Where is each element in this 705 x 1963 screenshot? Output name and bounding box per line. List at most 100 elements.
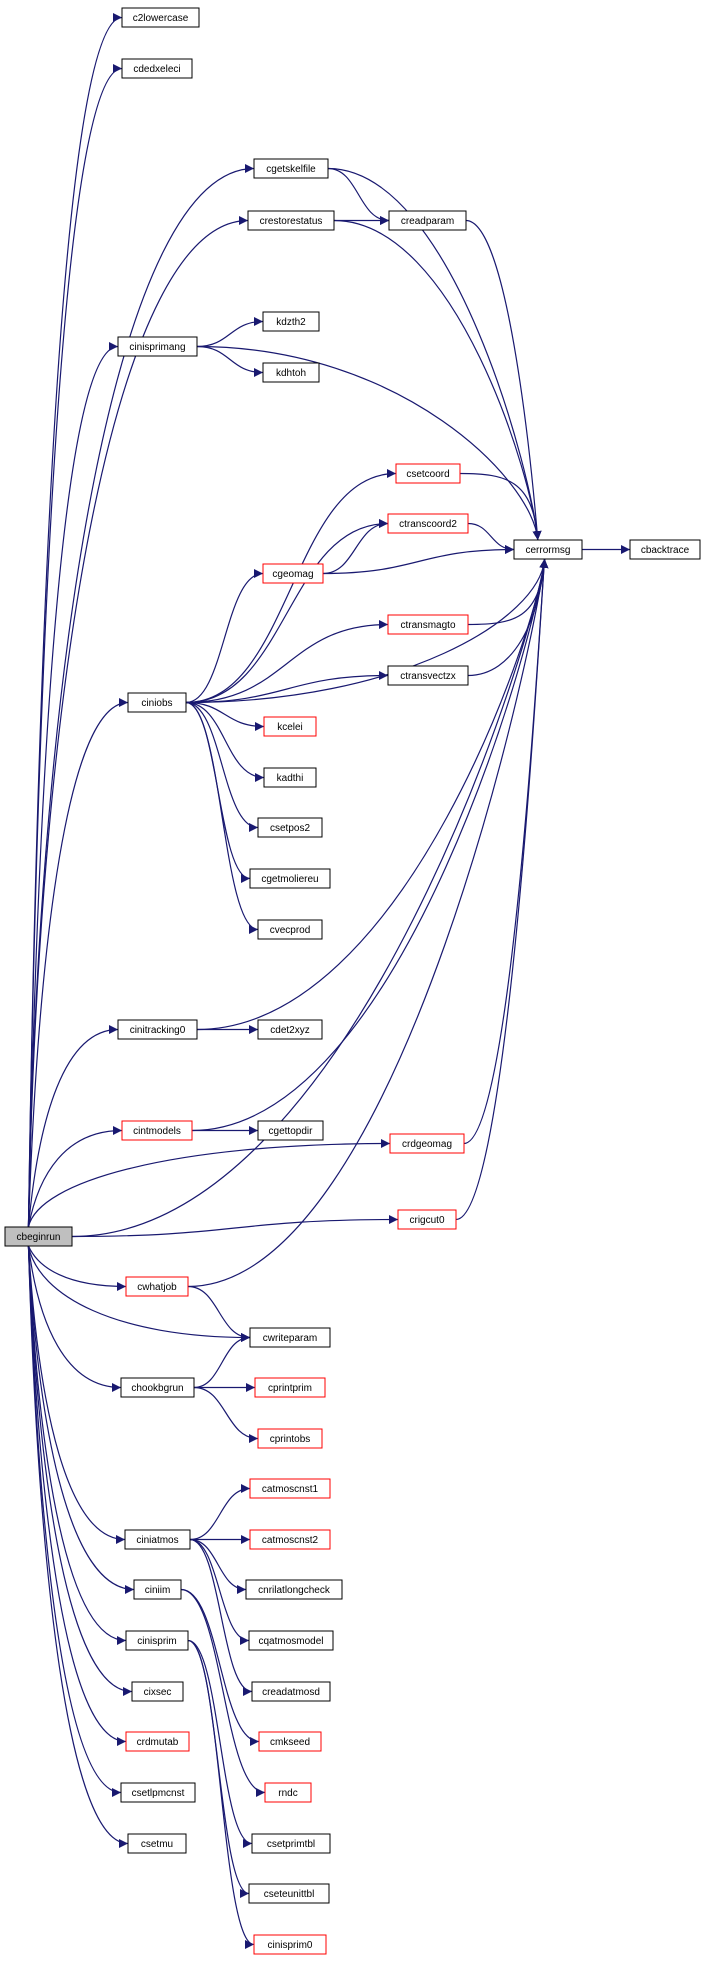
edge-ciniatmos-to-creadatmosd [189,1538,253,1696]
node-label: cdedxeleci [133,64,180,75]
node-box [387,614,469,635]
node-cinisprim0[interactable]: cinisprim0 [253,1934,327,1955]
node-label: cprintprim [268,1383,312,1394]
node-crdmutab[interactable]: crdmutab [125,1731,190,1752]
node-box [262,311,320,332]
edge-cgetskelfile-to-creadparam [327,167,390,225]
node-crdgeomag[interactable]: crdgeomag [389,1133,465,1154]
node-kcelei[interactable]: kcelei [263,716,317,737]
node-cwhatjob[interactable]: cwhatjob [125,1276,189,1297]
node-ciniim[interactable]: ciniim [133,1579,182,1600]
node-label: cinisprim [137,1636,176,1647]
node-kadthi[interactable]: kadthi [263,767,317,788]
node-label: ciniatmos [136,1535,178,1546]
node-cgettopdir[interactable]: cgettopdir [257,1120,324,1141]
node-box [257,1019,323,1040]
node-box [388,210,467,231]
edge-cbeginrun-to-crestorestatus [27,216,249,1228]
node-cdedxeleci[interactable]: cdedxeleci [121,58,193,79]
node-catmoscnst1[interactable]: catmoscnst1 [249,1478,331,1499]
node-cnrilatlongcheck[interactable]: cnrilatlongcheck [245,1579,343,1600]
node-csetlpmcnst[interactable]: csetlpmcnst [120,1782,196,1803]
node-cinisprim[interactable]: cinisprim [125,1630,189,1651]
node-cgetmoliereu[interactable]: cgetmoliereu [249,868,331,889]
node-label: chookbgrun [131,1383,183,1394]
node-cdet2xyz[interactable]: cdet2xyz [257,1019,323,1040]
node-kdzth2[interactable]: kdzth2 [262,311,320,332]
node-crigcut0[interactable]: crigcut0 [397,1209,457,1230]
node-box [121,1120,193,1141]
node-cinitracking0[interactable]: cinitracking0 [117,1019,198,1040]
edge-chookbgrun-to-cwriteparam [193,1333,251,1389]
node-label: csetcoord [406,469,449,480]
node-box [248,1630,334,1651]
node-box [257,1120,324,1141]
node-rndc[interactable]: rndc [264,1782,312,1803]
node-box [120,1377,195,1398]
node-cgetskelfile[interactable]: cgetskelfile [253,158,329,179]
node-box [245,1579,343,1600]
node-csetprimtbl[interactable]: csetprimtbl [251,1833,331,1854]
node-ciniatmos[interactable]: ciniatmos [124,1529,191,1550]
node-chookbgrun[interactable]: chookbgrun [120,1377,195,1398]
node-label: cseteunittbl [264,1889,315,1900]
node-cprintprim[interactable]: cprintprim [254,1377,326,1398]
node-label: kadthi [277,773,304,784]
node-csetmu[interactable]: csetmu [127,1833,187,1854]
node-box [249,1529,331,1550]
node-box [629,539,701,560]
edge-cintmodels-to-cerrormsg [191,558,549,1132]
edge-cbeginrun-to-ciniobs [27,698,129,1228]
node-csetcoord[interactable]: csetcoord [395,463,461,484]
node-crestorestatus[interactable]: crestorestatus [247,210,335,231]
node-kdhtoh[interactable]: kdhtoh [262,362,320,383]
node-cvecprod[interactable]: cvecprod [257,919,323,940]
node-cinisprimang[interactable]: cinisprimang [117,336,198,357]
node-catmoscnst2[interactable]: catmoscnst2 [249,1529,331,1550]
node-cqatmosmodel[interactable]: cqatmosmodel [248,1630,334,1651]
node-cerrormsg[interactable]: cerrormsg [513,539,583,560]
node-creadparam[interactable]: creadparam [388,210,467,231]
node-label: ctranscoord2 [399,519,457,530]
node-cseteunittbl[interactable]: cseteunittbl [248,1883,330,1904]
node-label: catmoscnst2 [262,1535,319,1546]
node-cprintobs[interactable]: cprintobs [257,1428,323,1449]
edge-cwhatjob-to-cwriteparam [187,1285,251,1342]
node-csetpos2[interactable]: csetpos2 [257,817,323,838]
node-label: cgettopdir [269,1126,314,1137]
node-label: catmoscnst1 [262,1484,319,1495]
node-cmkseed[interactable]: cmkseed [258,1731,322,1752]
node-cbacktrace[interactable]: cbacktrace [629,539,701,560]
node-ciniobs[interactable]: ciniobs [127,692,187,713]
edge-ciniatmos-to-cnrilatlongcheck [189,1538,247,1594]
edge-cinisprimang-to-kdhtoh [196,345,264,377]
node-layer: cbeginrun c2lowercase cdedxeleci cgetskelfi… [4,7,701,1955]
node-box [120,1782,196,1803]
node-c2lowercase[interactable]: c2lowercase [121,7,200,28]
node-cgeomag[interactable]: cgeomag [262,563,324,584]
edge-cinitracking0-to-cerrormsg [196,558,549,1031]
node-box [249,1327,331,1348]
node-ctranscoord2[interactable]: ctranscoord2 [387,513,469,534]
node-ctransmagto[interactable]: ctransmagto [387,614,469,635]
node-box [257,817,323,838]
edge-ciniobs-to-kcelei [185,701,265,731]
node-box [263,767,317,788]
node-label: crdmutab [137,1737,179,1748]
node-box [251,1833,331,1854]
node-label: cvecprod [270,925,311,936]
node-box [248,1883,330,1904]
node-label: rndc [278,1788,297,1799]
node-ctransvectzx[interactable]: ctransvectzx [387,665,469,686]
node-label: ciniim [145,1585,171,1596]
node-label: creadatmosd [262,1687,320,1698]
node-cwriteparam[interactable]: cwriteparam [249,1327,331,1348]
node-cixsec[interactable]: cixsec [131,1681,184,1702]
node-box [121,7,200,28]
node-cbeginrun[interactable]: cbeginrun [4,1226,73,1247]
node-cintmodels[interactable]: cintmodels [121,1120,193,1141]
node-creadatmosd[interactable]: creadatmosd [251,1681,331,1702]
node-label: kdzth2 [276,317,306,328]
node-label: cwhatjob [137,1282,177,1293]
node-box [124,1529,191,1550]
